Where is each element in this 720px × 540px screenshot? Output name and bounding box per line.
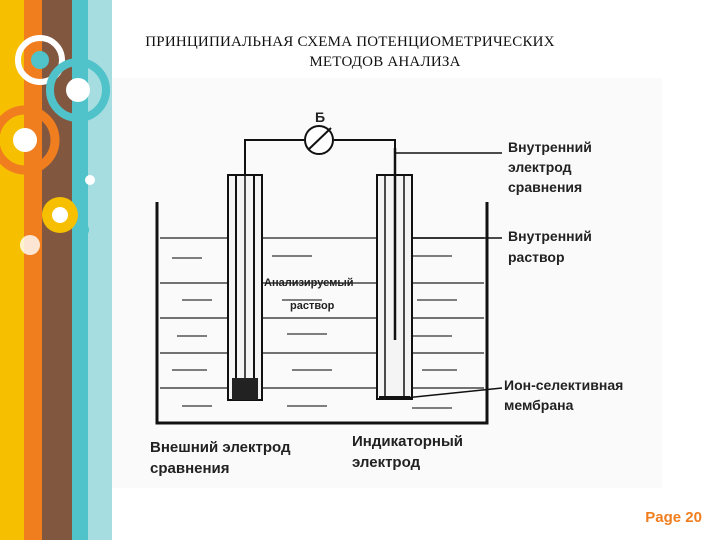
potentiometry-diagram: Б Анализируемый раствор Внутренний элект… [112, 78, 662, 488]
beaker [155, 202, 489, 425]
label-indicator-electrode: Индикаторный электрод [352, 433, 467, 471]
solution-dashes [172, 255, 457, 409]
label-ion-selective-membrane: Ион-селективная мембрана [504, 377, 627, 413]
meter-label: Б [315, 109, 325, 125]
leader-lines [394, 152, 503, 400]
solution-level-lines [160, 237, 484, 389]
title-line-2: МЕТОДОВ АНАЛИЗА [309, 54, 461, 70]
external-reference-electrode [227, 174, 263, 401]
label-external-reference-electrode: Внешний электрод сравнения [150, 439, 295, 477]
label-internal-solution: Внутренний раствор [508, 228, 596, 265]
label-internal-reference-electrode: Внутренний электрод сравнения [508, 139, 596, 195]
title-line-1: ПРИНЦИПИАЛЬНАЯ СХЕМА ПОТЕНЦИОМЕТРИЧЕСКИХ [145, 34, 555, 50]
label-analyzed-solution: Анализируемый раствор [264, 277, 357, 312]
measurement-circuit [244, 125, 396, 175]
page-number: Page 20 [645, 509, 702, 526]
decorative-left-strip [0, 0, 112, 540]
indicator-electrode [376, 148, 413, 400]
